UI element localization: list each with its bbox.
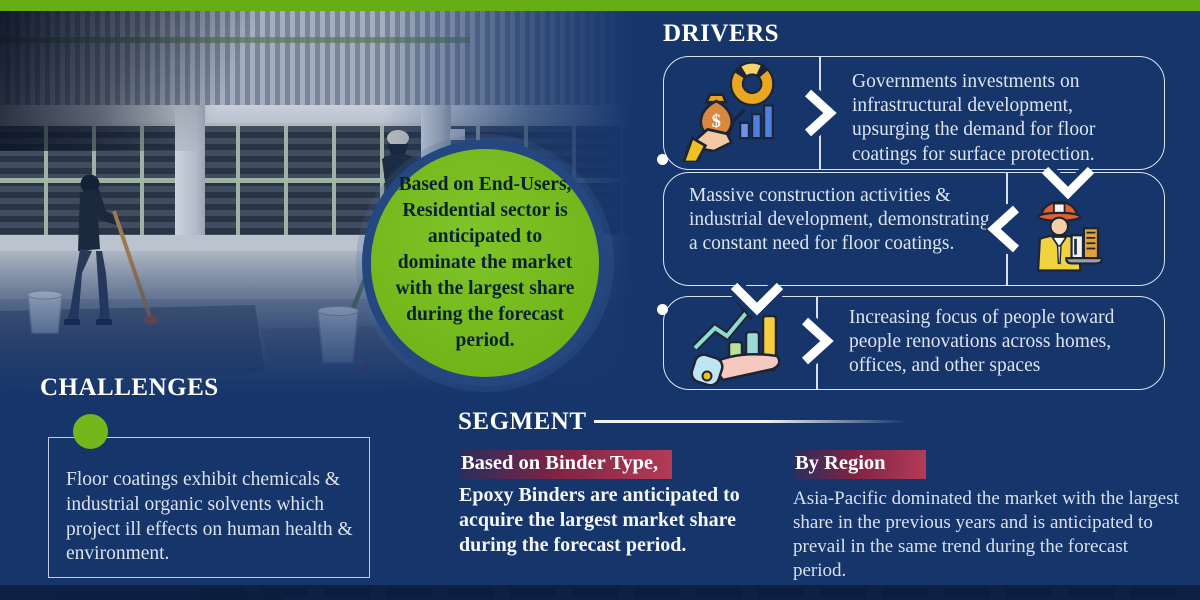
segment-region-column: By Region Asia-Pacific dominated the mar…: [793, 450, 1185, 583]
chevron-down-icon: [729, 280, 785, 316]
binder-type-text: Epoxy Binders are anticipated to acquire…: [459, 484, 740, 557]
footer-faint-text: [200, 588, 1190, 597]
region-label: By Region: [793, 450, 926, 479]
driver-text-2: Massive construction activities & indust…: [689, 185, 990, 255]
top-accent-bar: [0, 0, 1200, 11]
driver-card-2: Massive construction activities & indust…: [663, 172, 1165, 286]
challenges-text: Floor coatings exhibit chemicals & indus…: [66, 469, 353, 565]
chevron-down-icon: [1040, 164, 1096, 200]
footer-block: [55, 593, 285, 600]
segment-title: SEGMENT: [458, 408, 587, 435]
binder-type-label: Based on Binder Type,: [459, 450, 673, 479]
green-bullet-dot: [73, 414, 108, 449]
segment-divider-line: [594, 420, 906, 423]
connector-dot: [657, 304, 668, 315]
driver-card-3: Increasing focus of people toward people…: [663, 296, 1165, 390]
region-text: Asia-Pacific dominated the market with t…: [793, 488, 1179, 581]
connector-dot: [657, 154, 668, 165]
end-users-highlight-circle: Based on End-Users, Residential sector i…: [371, 149, 599, 377]
challenges-title: CHALLENGES: [40, 374, 219, 401]
chevron-right-icon: [798, 316, 835, 366]
svg-text:$: $: [712, 111, 721, 131]
driver-text-1: Governments investments on infrastructur…: [852, 71, 1096, 165]
chevron-right-icon: [801, 88, 838, 138]
challenges-card: Floor coatings exhibit chemicals & indus…: [48, 437, 370, 578]
drivers-title: DRIVERS: [663, 20, 780, 47]
driver-card-1: Governments investments on infrastructur…: [663, 56, 1165, 170]
investment-growth-icon: $: [682, 62, 775, 162]
chevron-left-icon: [986, 204, 1023, 254]
construction-worker-icon: [1036, 200, 1103, 272]
driver-text-3: Increasing focus of people toward people…: [849, 307, 1115, 377]
end-users-highlight-text: Based on End-Users, Residential sector i…: [395, 174, 575, 351]
segment-binder-type-column: Based on Binder Type, Epoxy Binders are …: [459, 450, 759, 559]
footer-strip: [0, 585, 1200, 600]
